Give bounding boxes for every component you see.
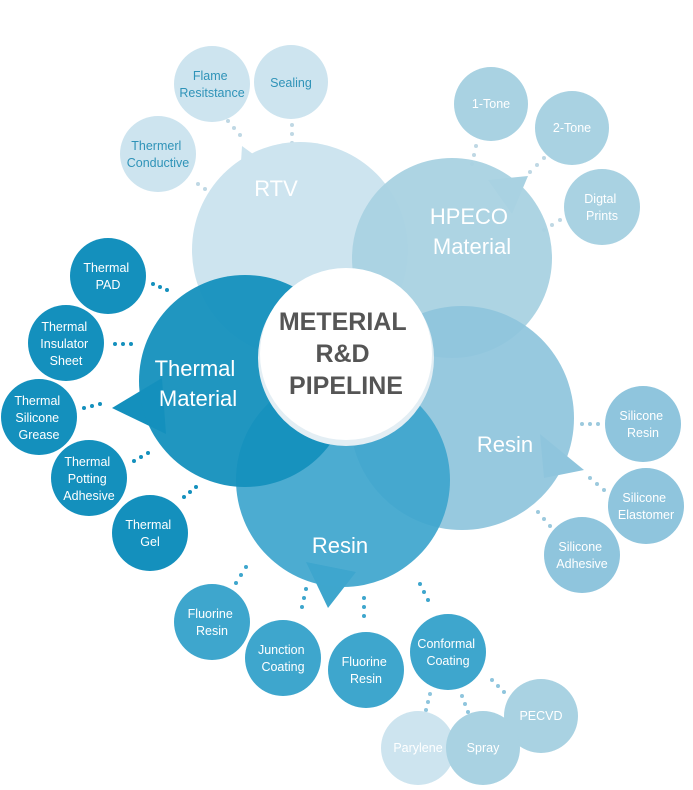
leaf-silicone-resin: Silicone Resin: [605, 386, 681, 462]
svg-text:PECVD: PECVD: [519, 709, 562, 723]
svg-text:Silicone Elastomer: Silicone Elastomer: [618, 491, 674, 522]
svg-text:Silicone Adhesive: Silicone Adhesive: [556, 540, 607, 571]
branch-label-line: Resin: [312, 533, 368, 558]
leaf-2-tone: 2-Tone: [535, 91, 609, 165]
svg-text:Thermal Insulator: Thermal Insulator Sheet: [40, 320, 91, 368]
leaf-spray: Spray: [446, 711, 520, 785]
leaf-thermal-insulator-sheet: Thermal Insulator Sheet: [28, 305, 104, 381]
svg-text:Thermal Gel: Thermal Gel: [125, 518, 174, 549]
leaf-thermal-silicone-grease: Thermal Silicone Grease: [1, 379, 77, 455]
center-title: METERIAL R&D PIPELINE: [279, 308, 413, 400]
center-line: METERIAL: [279, 308, 407, 336]
leaf-silicone-adhesive: Silicone Adhesive: [544, 517, 620, 593]
svg-text:Sealing: Sealing: [270, 76, 312, 90]
branch-label-rtv: RTV: [254, 176, 298, 201]
leaf-parylene: Parylene: [381, 711, 455, 785]
leaf-silicone-elastomer: Silicone Elastomer: [608, 468, 684, 544]
connectors-conformal: [424, 678, 506, 714]
branch-label-resin-right: Resin: [477, 432, 533, 457]
leaf-flame-resistance: Flame Resitstance: [174, 46, 250, 122]
leaf-conformal-coating: Conformal Coating: [410, 614, 486, 690]
leaf-thermal-potting-adhesive: Thermal Potting Adhesive: [51, 440, 127, 516]
connectors-bottom: [234, 565, 430, 618]
branch-label-line: Material: [433, 234, 511, 259]
svg-text:Digtal Prints: Digtal Prints: [584, 192, 619, 223]
center-line: R&D: [315, 340, 369, 368]
branch-label-hpeco: HPECO Material: [430, 204, 514, 259]
branch-label-line: Resin: [477, 432, 533, 457]
leaf-thermal-conductive: Thermerl Conductive: [120, 116, 196, 192]
svg-text:2-Tone: 2-Tone: [553, 121, 591, 135]
svg-text:Fluorine Resin: Fluorine Resin: [188, 607, 237, 638]
center-node: METERIAL R&D PIPELINE: [258, 268, 434, 446]
svg-text:Spray: Spray: [467, 741, 500, 755]
svg-text:Fluorine Resin: Fluorine Resin: [342, 655, 391, 686]
branch-label-line: Material: [159, 386, 237, 411]
svg-text:Silicone Resin: Silicone Resin: [619, 409, 666, 440]
svg-text:Thermal Potting Ad: Thermal Potting Adhesive: [63, 455, 114, 503]
leaf-junction-coating: Junction Coating: [245, 620, 321, 696]
svg-text:Thermerl Conductive: Thermerl Conductive: [127, 139, 190, 170]
leaf-fluorine-resin-1: Fluorine Resin: [174, 584, 250, 660]
branch-label-line: RTV: [254, 176, 298, 201]
connectors-left: [82, 282, 198, 499]
svg-text:Conformal Coating: Conformal Coating: [417, 637, 478, 668]
leaf-thermal-gel: Thermal Gel: [112, 495, 188, 571]
svg-text:Thermal Silicone G: Thermal Silicone Grease: [14, 394, 63, 442]
center-line: PIPELINE: [289, 372, 403, 400]
leaf-pecvd: PECVD: [504, 679, 578, 753]
svg-text:Flame Resitstance: Flame Resitstance: [179, 69, 244, 100]
leaf-sealing: Sealing: [254, 45, 328, 119]
branch-label-line: HPECO: [430, 204, 508, 229]
branch-label-line: Thermal: [155, 356, 236, 381]
svg-text:Junction Coating: Junction Coating: [258, 643, 308, 674]
svg-text:1-Tone: 1-Tone: [472, 97, 510, 111]
leaf-thermal-pad: Thermal PAD: [70, 238, 146, 314]
branch-label-thermal: Thermal Material: [155, 356, 242, 411]
connectors-right: [536, 422, 606, 528]
leaf-fluorine-resin-2: Fluorine Resin: [328, 632, 404, 708]
leaf-1-tone: 1-Tone: [454, 67, 528, 141]
leaf-digital-prints: Digtal Prints: [564, 169, 640, 245]
svg-text:Parylene: Parylene: [393, 741, 442, 755]
branch-label-resin-bottom: Resin: [312, 533, 368, 558]
svg-text:Thermal PAD: Thermal PAD: [83, 261, 132, 292]
